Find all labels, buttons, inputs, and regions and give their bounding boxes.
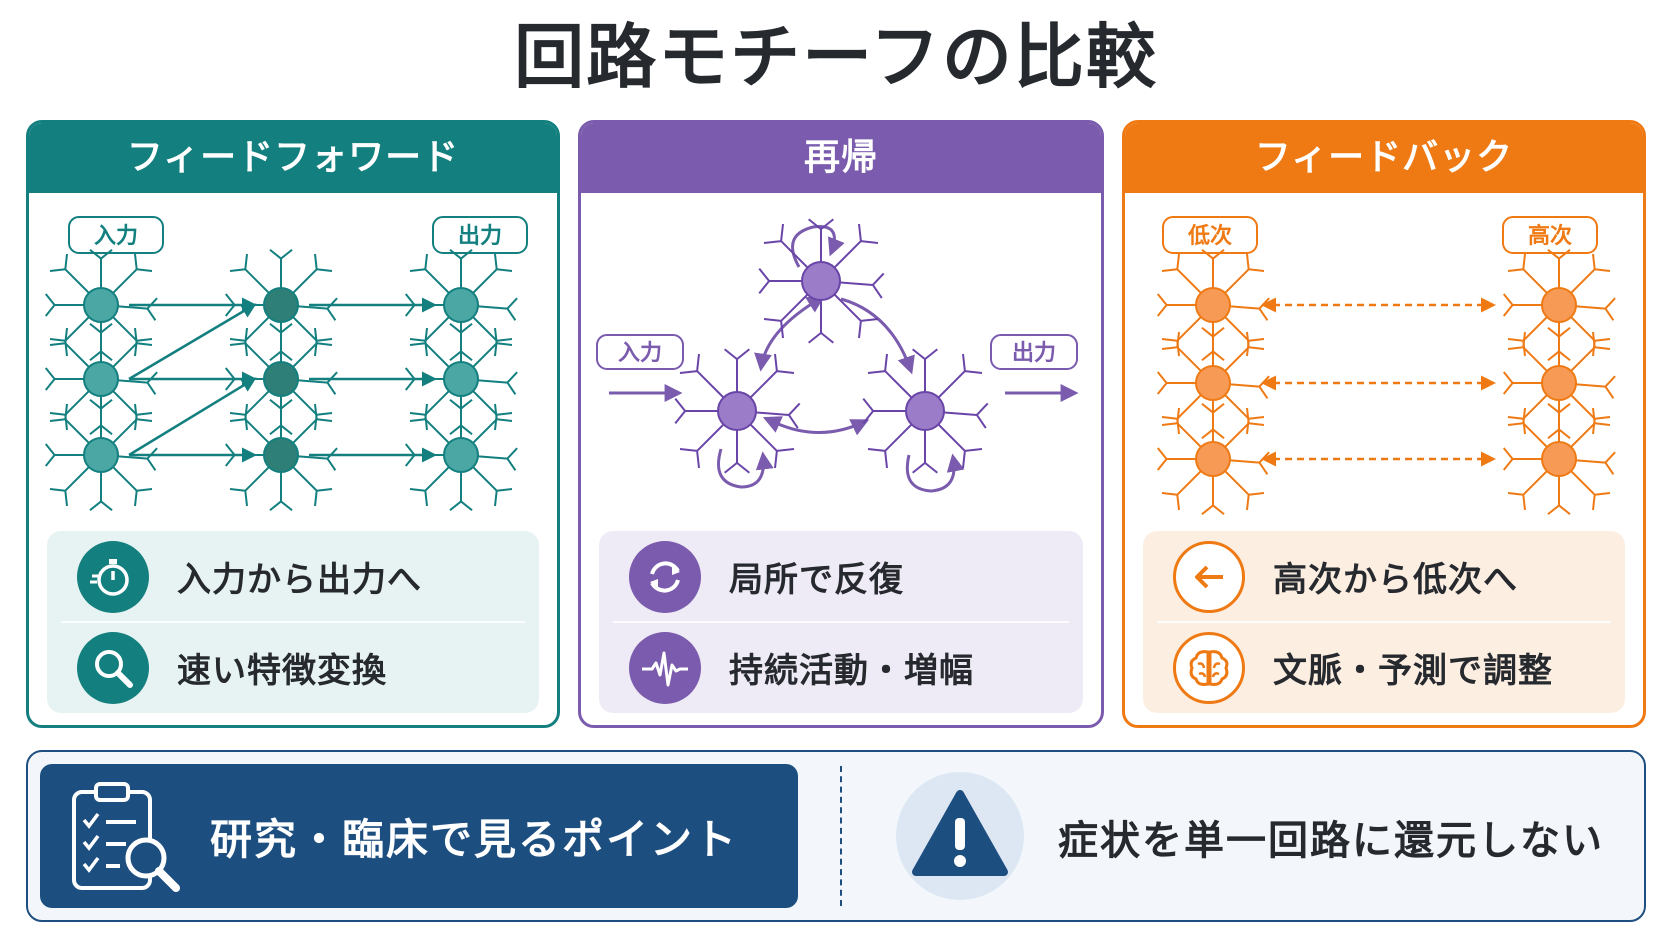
output-label: 出力 xyxy=(432,216,528,254)
input-label: 入力 xyxy=(68,216,164,254)
self-loop-arrow xyxy=(717,448,774,489)
output-label: 出力 xyxy=(990,334,1078,370)
feedforward-diagram: 入力 出力 xyxy=(44,216,528,512)
caution-text: 症状を単一回路に還元しない xyxy=(1058,818,1604,864)
info-text: 入力から出力へ xyxy=(177,560,422,600)
info-row: 局所で反復 xyxy=(599,531,1083,622)
neuron-icon xyxy=(404,398,518,512)
neuron-icon xyxy=(224,398,338,512)
ff-connection-arrow xyxy=(128,377,257,457)
stopwatch-icon xyxy=(77,540,149,613)
waveform-icon xyxy=(629,631,701,704)
neuron-icon xyxy=(1156,248,1270,362)
info-text: 速い特徴変換 xyxy=(177,651,387,691)
recurrent-arrow xyxy=(754,295,826,372)
neuron-icon xyxy=(44,322,158,436)
dashed-divider xyxy=(840,766,842,906)
neuron-icon xyxy=(1156,326,1270,440)
neuron-icon xyxy=(404,248,518,362)
neuron-icon xyxy=(1502,326,1616,440)
divider xyxy=(613,621,1069,623)
svg-text:出力: 出力 xyxy=(1012,341,1056,366)
low-level-label: 低次 xyxy=(1162,216,1258,254)
neuron-icon xyxy=(224,322,338,436)
recurrent-arrow xyxy=(762,416,870,436)
key-points-banner: 研究・臨床で見るポイント xyxy=(40,764,798,908)
neuron-icon xyxy=(1502,402,1616,516)
svg-text:低次: 低次 xyxy=(1187,223,1232,249)
magnifier-icon xyxy=(77,631,149,704)
info-row: 速い特徴変換 xyxy=(47,622,539,713)
key-points-text: 研究・臨床で見るポイント xyxy=(210,815,739,864)
info-text: 文脈・予測で調整 xyxy=(1273,651,1553,691)
info-row: 持続活動・増幅 xyxy=(599,622,1083,713)
feedforward-info-box: 入力から出力へ 速い特徴変換 xyxy=(47,531,539,713)
feedback-info-box: 高次から低次へ 文脈・予測で調整 xyxy=(1143,531,1625,713)
warning-icon xyxy=(896,772,1024,900)
neuron-icon xyxy=(1502,248,1616,362)
panel-header-feedback: フィードバック xyxy=(1125,123,1643,193)
neuron-icon xyxy=(674,348,801,474)
panel-feedback: フィードバック 低次 高次 高次から低次へ xyxy=(1122,120,1646,728)
brain-icon xyxy=(1173,631,1245,704)
neuron-icon xyxy=(758,218,885,344)
neuron-icon xyxy=(1156,402,1270,516)
recurrent-info-box: 局所で反復 持続活動・増幅 xyxy=(599,531,1083,713)
recurrent-arrow xyxy=(840,297,915,375)
info-text: 高次から低次へ xyxy=(1273,560,1518,600)
info-text: 局所で反復 xyxy=(729,560,904,600)
page-title: 回路モチーフの比較 xyxy=(514,16,1158,98)
info-row: 高次から低次へ xyxy=(1143,531,1625,622)
self-loop-arrow xyxy=(905,453,965,493)
high-level-label: 高次 xyxy=(1502,216,1598,254)
panel-feedforward: フィードフォワード 入力 出力 入力から出力へ xyxy=(26,120,560,728)
divider xyxy=(1157,621,1611,623)
neuron-icon xyxy=(44,398,158,512)
input-label: 入力 xyxy=(596,334,684,370)
svg-text:高次: 高次 xyxy=(1528,223,1572,249)
neuron-icon xyxy=(224,248,338,362)
neuron-icon xyxy=(44,248,158,362)
self-loop-arrow xyxy=(791,225,845,268)
info-text: 持続活動・増幅 xyxy=(729,651,974,691)
left-arrow-icon xyxy=(1173,540,1245,613)
feedback-diagram: 低次 高次 xyxy=(1156,216,1616,516)
panel-header-recurrent: 再帰 xyxy=(581,123,1101,193)
cycle-arrows-icon xyxy=(629,540,701,613)
info-row: 入力から出力へ xyxy=(47,531,539,622)
key-points-bar: 研究・臨床で見るポイント 症状を単一回路に還元しない xyxy=(26,750,1646,922)
info-row: 文脈・予測で調整 xyxy=(1143,622,1625,713)
divider xyxy=(61,621,525,623)
ff-connection-arrow xyxy=(128,303,257,381)
svg-text:出力: 出力 xyxy=(458,224,502,249)
recurrent-diagram: 入力 出力 xyxy=(596,218,1079,493)
svg-text:入力: 入力 xyxy=(618,341,662,366)
clipboard-search-icon xyxy=(72,782,180,892)
neuron-icon xyxy=(862,348,989,474)
panel-header-feedforward: フィードフォワード xyxy=(29,123,557,193)
panel-recurrent: 再帰 入力 出力 局所で反復 xyxy=(578,120,1104,728)
svg-text:入力: 入力 xyxy=(94,224,138,249)
